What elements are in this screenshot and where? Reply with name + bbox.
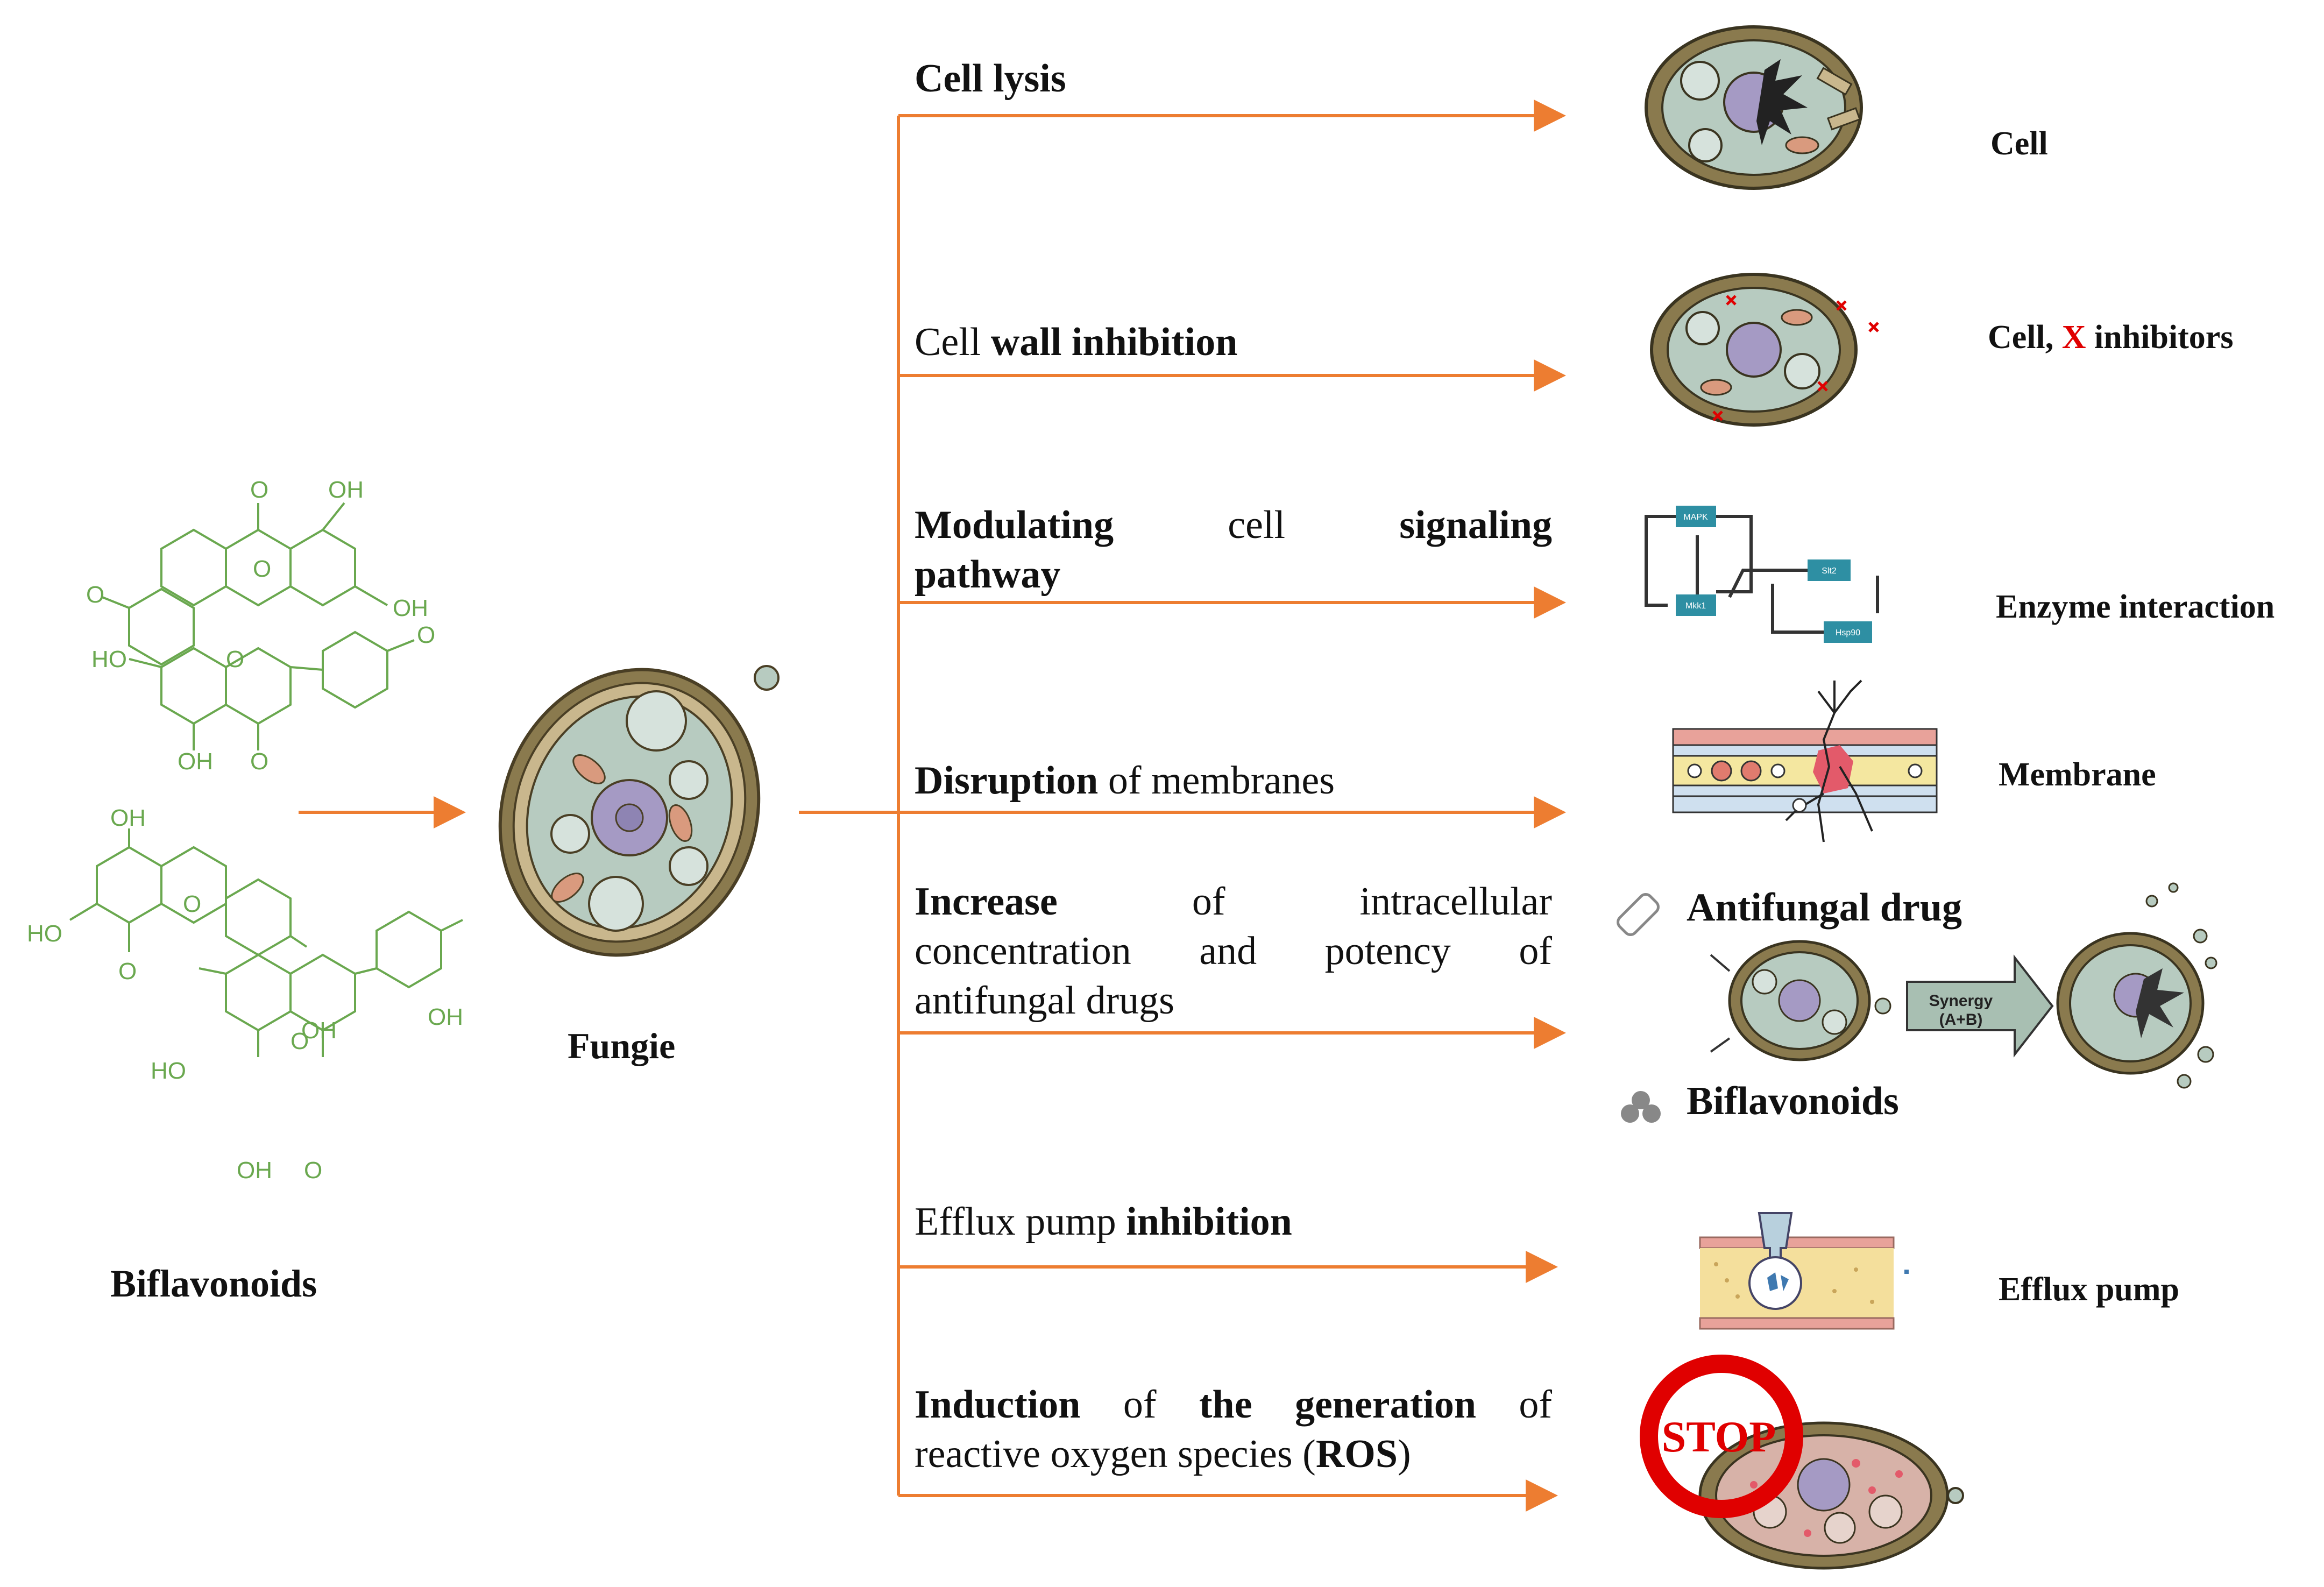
svg-text:Hsp90: Hsp90 [1836,628,1860,637]
chem-label-o: O [118,958,137,984]
biflavonoids-caption: Biflavonoids [110,1262,317,1305]
efflux-pump-icon [1699,1212,1909,1330]
chem-label-oh: OH [328,477,364,503]
fungal-cell-icon [498,665,780,957]
chem-label-o: O [253,556,271,582]
biflavonoid-structure-bottom: OH HO O O OH OH HO O OH O [27,805,463,1184]
chem-label-oh: OH [393,595,428,621]
lysed-cell-icon [1645,25,1863,190]
fungi-caption: Fungie [568,1025,676,1066]
label-enzyme-interaction: Enzyme interaction [1996,589,2275,625]
mechanism-membranes: Disruption of membranes [915,759,1335,803]
membrane-icon [1672,679,1938,842]
enzyme-box-mapk [1676,506,1716,527]
chem-label-o: O [86,582,104,608]
label-biflavonoids-small: Biflavonoids [1687,1079,1899,1123]
enzyme-box-slt2 [1808,559,1851,581]
ros-cell-icon: STOP [1640,1355,1964,1570]
chem-label-ho: HO [91,646,127,672]
chem-label-oh: OH [428,1004,463,1030]
chem-label-ho: HO [151,1058,186,1084]
biflavonoid-structure-top: O OH OH O O O O HO OH O [86,477,435,775]
chem-label-o: O [250,748,268,775]
chem-label-oh: OH [110,805,146,831]
chem-label-o: O [226,646,244,672]
label-membrane: Membrane [1999,756,2156,793]
chem-label-o: O [417,622,435,648]
enzyme-box-hsp90 [1824,621,1872,643]
chem-label-o: O [183,891,201,917]
chem-label-oh: OH [237,1157,272,1184]
chem-label-o: O [304,1157,322,1184]
svg-text:(A+B): (A+B) [1939,1011,1983,1029]
inhibited-cell-icon [1650,273,1879,427]
label-cell: Cell [1990,125,2048,162]
mechanism-efflux: Efflux pump inhibition [915,1200,1292,1244]
mechanism-cell-lysis: Cell lysis [915,56,1066,101]
label-efflux-pump: Efflux pump [1999,1271,2179,1308]
label-antifungal-drug: Antifungal drug [1687,885,1962,930]
label-cell-inhibitors: Cell, X inhibitors [1988,319,2234,356]
svg-text:MAPK: MAPK [1683,513,1708,522]
chem-label-oh: OH [301,1017,337,1044]
enzyme-pathway-icon: MAPK Mkk1 Slt2 Hsp90 [1645,506,1879,643]
stop-text: STOP [1662,1412,1776,1461]
stop-circle [1640,1355,1803,1518]
svg-text:Synergy: Synergy [1929,992,1993,1010]
svg-text:Slt2: Slt2 [1822,566,1837,576]
enzyme-box-mkk1 [1676,594,1716,616]
chem-label-ho: HO [27,920,62,947]
synergy-panel-icon: Synergy (A+B) [1617,882,2217,1123]
chem-label-o: O [290,1028,309,1054]
mechanism-cell-wall-inhibition: Cell wall inhibition [915,320,1238,364]
chem-label-o: O [250,477,268,503]
svg-text:Mkk1: Mkk1 [1685,601,1706,611]
chem-label-oh: OH [178,748,213,775]
